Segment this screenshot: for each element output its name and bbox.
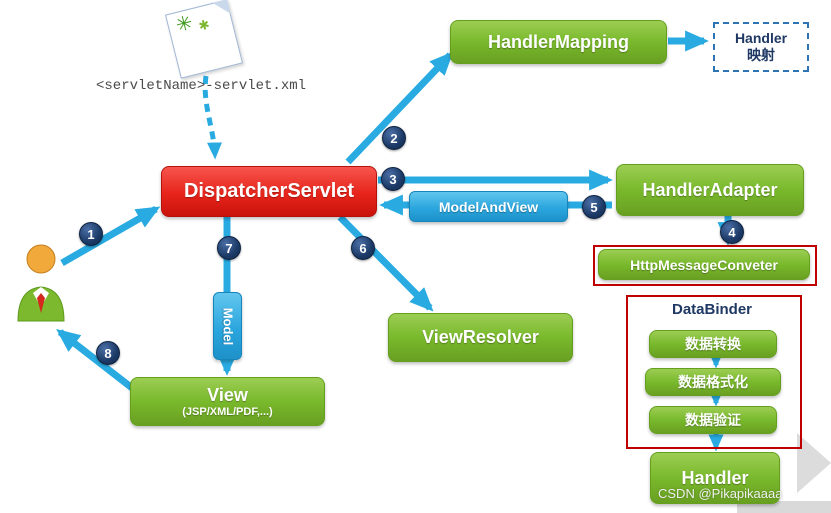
background-chevron <box>797 433 831 493</box>
arrow-step6-dispatcher-to-viewresolver <box>337 214 434 312</box>
step-badge-5: 5 <box>582 195 606 219</box>
xml-file-icon: ✳ ✱ <box>158 0 258 82</box>
step-badge-8: 8 <box>96 341 120 365</box>
handler-mapped-line2: 映射 <box>747 47 775 63</box>
node-handler-adapter: HandlerAdapter <box>616 164 804 216</box>
step-badge-6: 6 <box>351 236 375 260</box>
node-data-format: 数据格式化 <box>645 368 781 396</box>
config-file-label: <servletName>-servlet.xml <box>96 78 307 94</box>
arrow-step8-view-to-user <box>56 328 139 394</box>
step-badge-1: 1 <box>79 222 103 246</box>
node-model: Model <box>213 292 242 360</box>
node-handler: Handler <box>650 452 780 504</box>
view-subtitle: (JSP/XML/PDF,...) <box>182 405 273 418</box>
node-dispatcher-servlet: DispatcherServlet <box>161 166 377 217</box>
data-binder-title: DataBinder <box>671 301 753 318</box>
background-strip <box>737 501 831 513</box>
step-badge-2: 2 <box>382 126 406 150</box>
xml-file-page: ✳ ✱ <box>164 0 244 79</box>
arrow-step1-user-to-dispatcher <box>60 205 161 267</box>
view-title: View <box>207 384 248 405</box>
arrow-step2-dispatcher-to-handlermapping <box>345 51 454 165</box>
handler-mapped-line1: Handler <box>734 29 788 46</box>
http-message-converter-outline <box>593 245 817 286</box>
node-data-convert: 数据转换 <box>649 330 777 358</box>
node-handler-mapping: HandlerMapping <box>450 20 667 64</box>
user-icon <box>17 244 65 322</box>
node-data-validate: 数据验证 <box>649 406 777 434</box>
star-icon: ✳ <box>173 11 196 38</box>
node-view: View (JSP/XML/PDF,...) <box>130 377 325 426</box>
step-badge-3: 3 <box>381 167 405 191</box>
arrow-config-to-dispatcher <box>202 75 223 160</box>
node-handler-mapped: Handler 映射 <box>713 22 809 72</box>
star-icon: ✱ <box>196 16 212 34</box>
watermark: CSDN @Pikapikaaaa <box>658 486 783 501</box>
step-badge-4: 4 <box>720 220 744 244</box>
step-badge-7: 7 <box>217 236 241 260</box>
xml-file-dogear <box>212 0 231 18</box>
node-http-message-converter: HttpMessageConveter <box>598 249 810 280</box>
model-label: Model <box>220 307 235 345</box>
node-view-resolver: ViewResolver <box>388 313 573 362</box>
node-model-and-view: ModelAndView <box>409 191 568 222</box>
